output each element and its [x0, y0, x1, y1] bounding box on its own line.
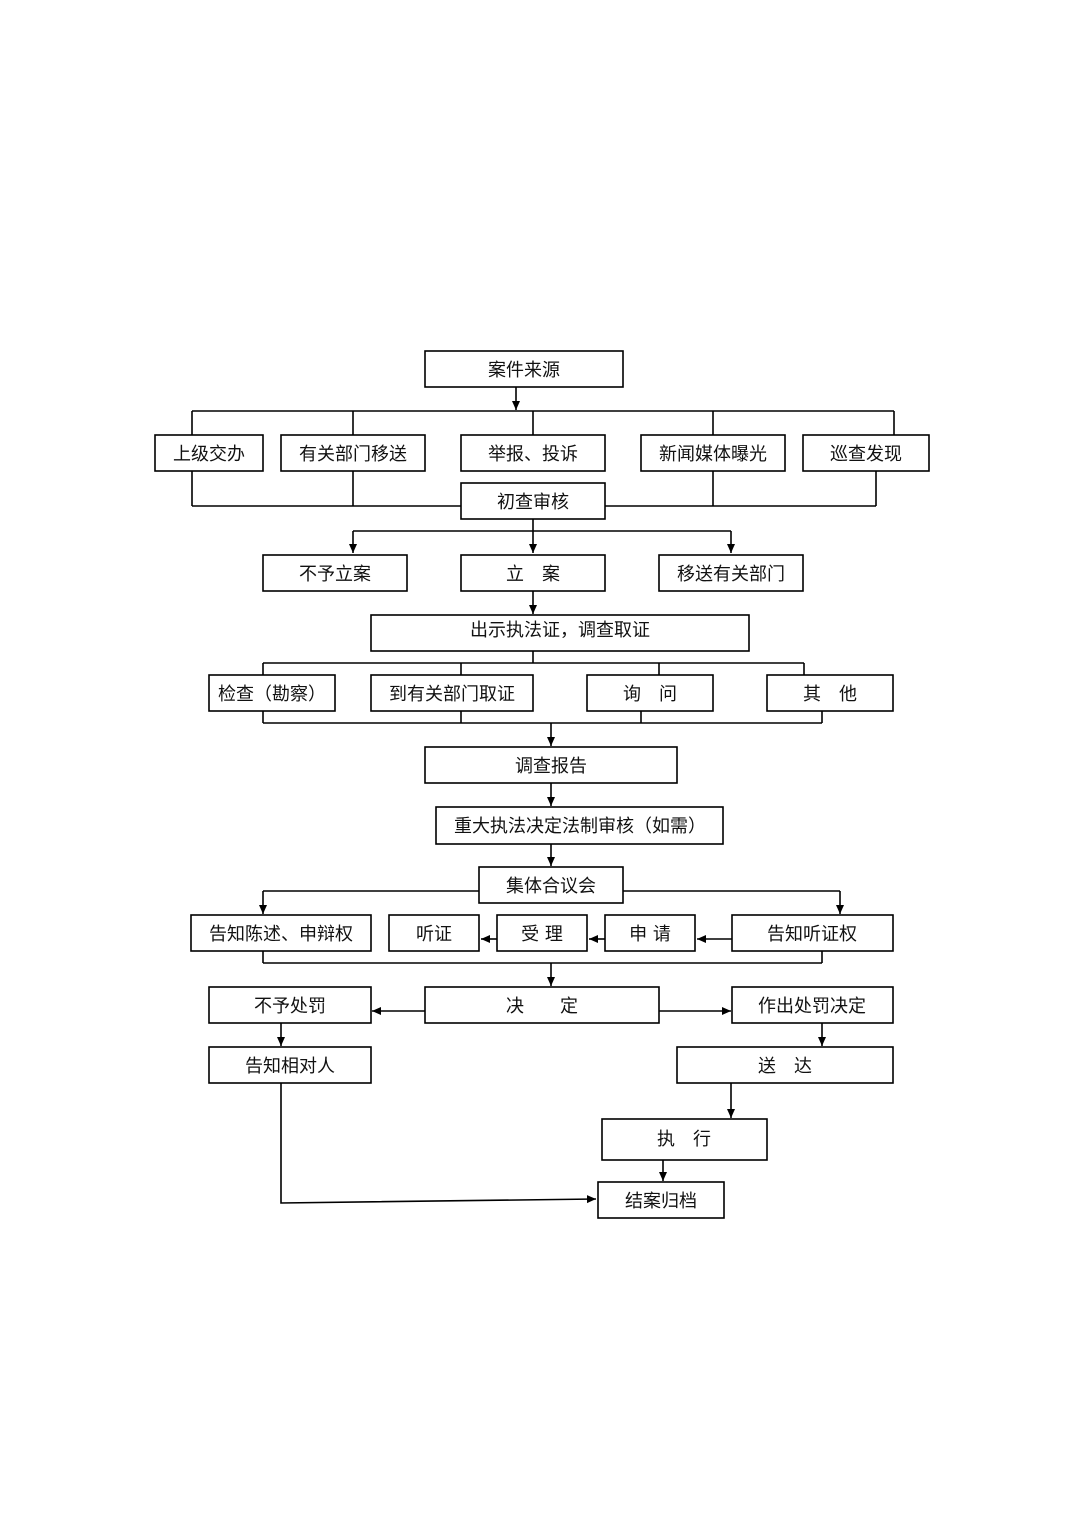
node-close-archive: 结案归档: [597, 1181, 725, 1219]
node-notify-statement-right: 告知陈述、申辩权: [190, 914, 372, 952]
node-label: 重大执法决定法制审核（如需）: [454, 816, 706, 837]
node-label: 受 理: [521, 924, 563, 945]
connectors: [191, 387, 895, 1204]
node-investigation-report: 调查报告: [424, 746, 678, 784]
node-label: 结案归档: [625, 1191, 697, 1212]
node-patrol-discovery: 巡查发现: [802, 434, 930, 472]
node-transfer-to-department: 移送有关部门: [658, 554, 804, 592]
node-legal-review: 重大执法决定法制审核（如需）: [435, 806, 724, 845]
node-label: 询 问: [623, 684, 677, 705]
node-collective-meeting: 集体合议会: [478, 866, 624, 904]
node-label: 其 他: [803, 684, 857, 705]
node-no-penalty: 不予处罚: [208, 986, 372, 1024]
node-deliver: 送 达: [676, 1046, 894, 1084]
node-label: 集体合议会: [506, 876, 596, 897]
node-case-source: 案件来源: [424, 350, 624, 388]
node-label: 调查报告: [515, 756, 587, 777]
node-label: 执 行: [657, 1129, 711, 1150]
node-label: 作出处罚决定: [758, 996, 866, 1017]
node-label: 检查（勘察）: [218, 684, 326, 705]
node-label: 新闻媒体曝光: [659, 444, 767, 465]
node-label: 申 请: [629, 924, 671, 945]
node-label: 不予立案: [299, 564, 371, 585]
node-inspection: 检查（勘察）: [208, 674, 336, 712]
node-label: 案件来源: [488, 360, 560, 381]
node-label: 立 案: [506, 564, 560, 585]
node-initial-review: 初查审核: [460, 482, 606, 520]
node-label: 听证: [416, 924, 452, 945]
node-notify-party: 告知相对人: [208, 1046, 372, 1084]
node-label: 告知陈述、申辩权: [209, 924, 353, 945]
node-label: 出示执法证，调查取证: [470, 620, 650, 641]
node-label: 告知相对人: [245, 1056, 335, 1077]
node-label: 移送有关部门: [677, 564, 785, 585]
node-no-case: 不予立案: [262, 554, 408, 592]
node-label: 到有关部门取证: [389, 684, 515, 705]
node-transfer-from-department: 有关部门移送: [280, 434, 426, 472]
node-accept: 受 理: [496, 914, 588, 952]
node-label: 上级交办: [173, 444, 245, 465]
node-label: 有关部门移送: [299, 444, 407, 465]
node-other: 其 他: [766, 674, 894, 712]
node-notify-hearing-right: 告知听证权: [731, 914, 894, 952]
node-file-case: 立 案: [460, 554, 606, 592]
node-media-exposure: 新闻媒体曝光: [640, 434, 786, 472]
node-superior-assignment: 上级交办: [154, 434, 264, 472]
node-execute: 执 行: [601, 1118, 768, 1161]
node-hearing: 听证: [388, 914, 480, 952]
node-label: 决 定: [506, 996, 578, 1017]
node-inquiry: 询 问: [586, 674, 714, 712]
node-label: 举报、投诉: [488, 444, 578, 465]
node-label: 初查审核: [497, 492, 569, 513]
node-decision: 决 定: [424, 986, 660, 1024]
node-department-evidence: 到有关部门取证: [370, 674, 534, 712]
node-label: 巡查发现: [830, 444, 902, 465]
node-report-complaint: 举报、投诉: [460, 434, 606, 472]
node-apply: 申 请: [604, 914, 696, 952]
node-label: 告知听证权: [767, 924, 857, 945]
node-make-penalty-decision: 作出处罚决定: [731, 986, 894, 1024]
node-label: 送 达: [758, 1056, 812, 1077]
node-label: 不予处罚: [254, 996, 326, 1017]
node-show-certificate: 出示执法证，调查取证: [370, 614, 750, 652]
